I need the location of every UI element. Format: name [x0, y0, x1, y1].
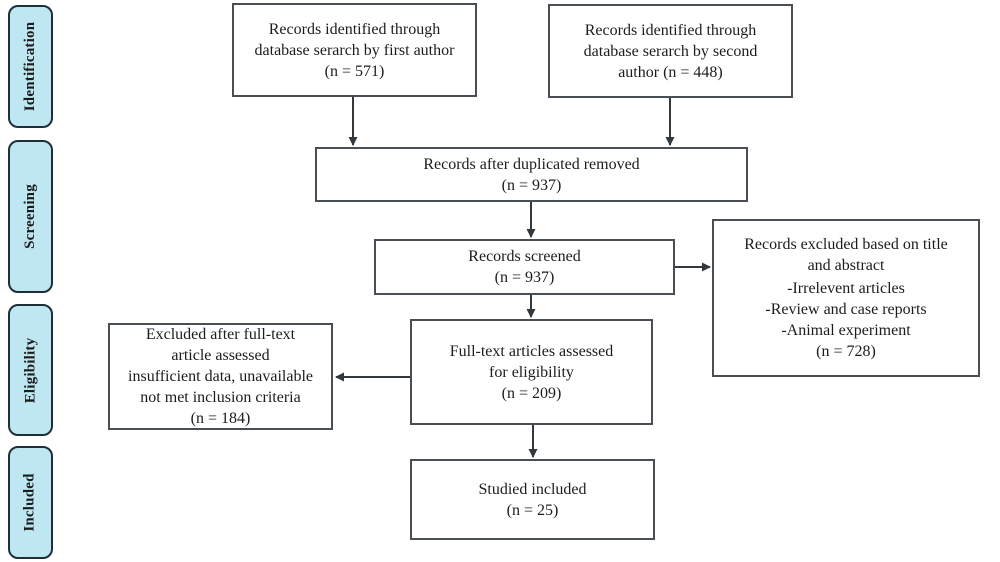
box-excluded-title-abstract: Records excluded based on title and abst… — [712, 219, 980, 377]
box-records-first-author-text: Records identified through database sera… — [254, 20, 455, 80]
box-studies-included: Studied included (n = 25) — [410, 459, 655, 540]
stage-eligibility: Eligibility — [8, 304, 53, 436]
box-excluded-title-abstract-details: -Irrelevent articles -Review and case re… — [765, 280, 927, 360]
stage-screening: Screening — [8, 140, 53, 293]
box-duplicates-removed: Records after duplicated removed (n = 93… — [315, 147, 748, 202]
stage-included: Included — [8, 446, 53, 559]
stage-identification: Identification — [8, 5, 53, 128]
box-records-screened-text: Records screened (n = 937) — [468, 248, 581, 286]
stage-included-label: Included — [22, 473, 39, 532]
stage-eligibility-label: Eligibility — [22, 337, 38, 403]
box-records-second-author-text: Records identified through database sera… — [583, 21, 758, 81]
stage-screening-label: Screening — [22, 184, 39, 249]
box-records-second-author: Records identified through database sera… — [548, 4, 793, 98]
box-fulltext-assessed: Full-text articles assessed for eligibil… — [410, 319, 653, 425]
box-studies-included-text: Studied included (n = 25) — [478, 480, 587, 519]
box-records-first-author: Records identified through database sera… — [232, 3, 477, 97]
box-fulltext-assessed-text: Full-text articles assessed for eligibil… — [449, 342, 614, 402]
box-duplicates-removed-text: Records after duplicated removed (n = 93… — [423, 155, 640, 194]
box-excluded-fulltext: Excluded after full-text article assesse… — [108, 323, 333, 430]
box-excluded-fulltext-text: Excluded after full-text article assesse… — [128, 326, 313, 427]
box-excluded-title-abstract-heading: Records excluded based on title and abst… — [744, 236, 948, 274]
box-records-screened: Records screened (n = 937) — [374, 239, 675, 295]
stage-identification-label: Identification — [22, 21, 38, 112]
